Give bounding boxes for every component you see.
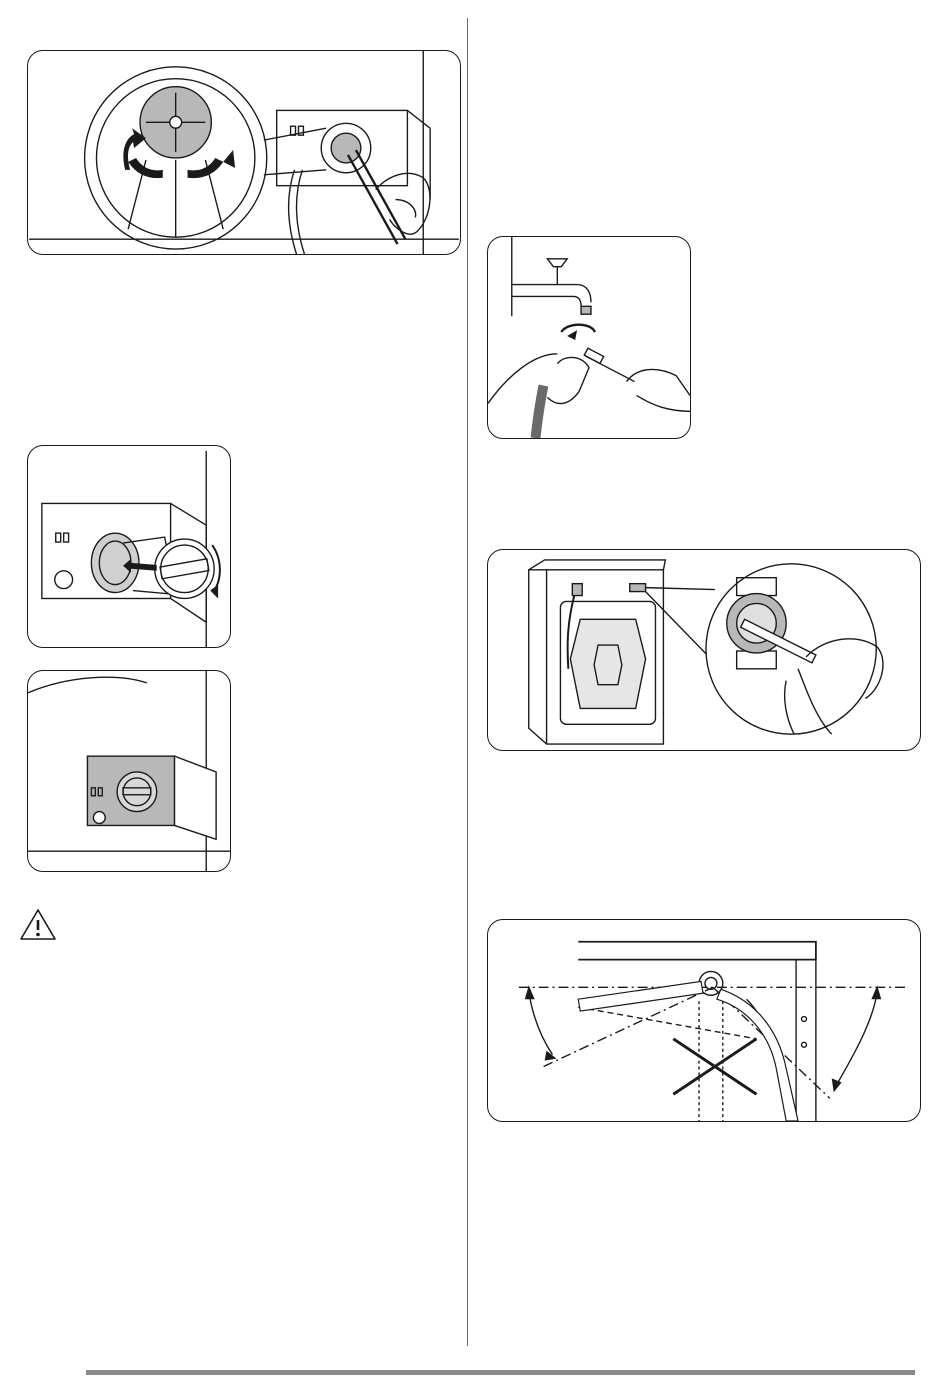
inlet-hose-clean-illustration <box>488 237 690 438</box>
column-divider <box>467 18 468 1346</box>
fig-inlet-filter-clean <box>487 549 921 751</box>
fig-hose-angle <box>487 919 921 1122</box>
inlet-hose-angle-illustration <box>488 920 920 1121</box>
inlet-valve-filter-clean-illustration <box>488 550 920 750</box>
fig-pump-cover-release <box>27 50 461 255</box>
footer-rule <box>86 1370 915 1375</box>
pump-cover-release-illustration <box>28 51 460 254</box>
pump-filter-unscrew-illustration <box>28 446 230 647</box>
fig-pump-cover-closed <box>27 670 231 872</box>
warning-triangle-icon <box>18 906 58 942</box>
pump-cover-closed-illustration <box>28 671 230 871</box>
fig-pump-filter-unscrew <box>27 445 231 648</box>
fig-inlet-hose-clean <box>487 236 691 439</box>
